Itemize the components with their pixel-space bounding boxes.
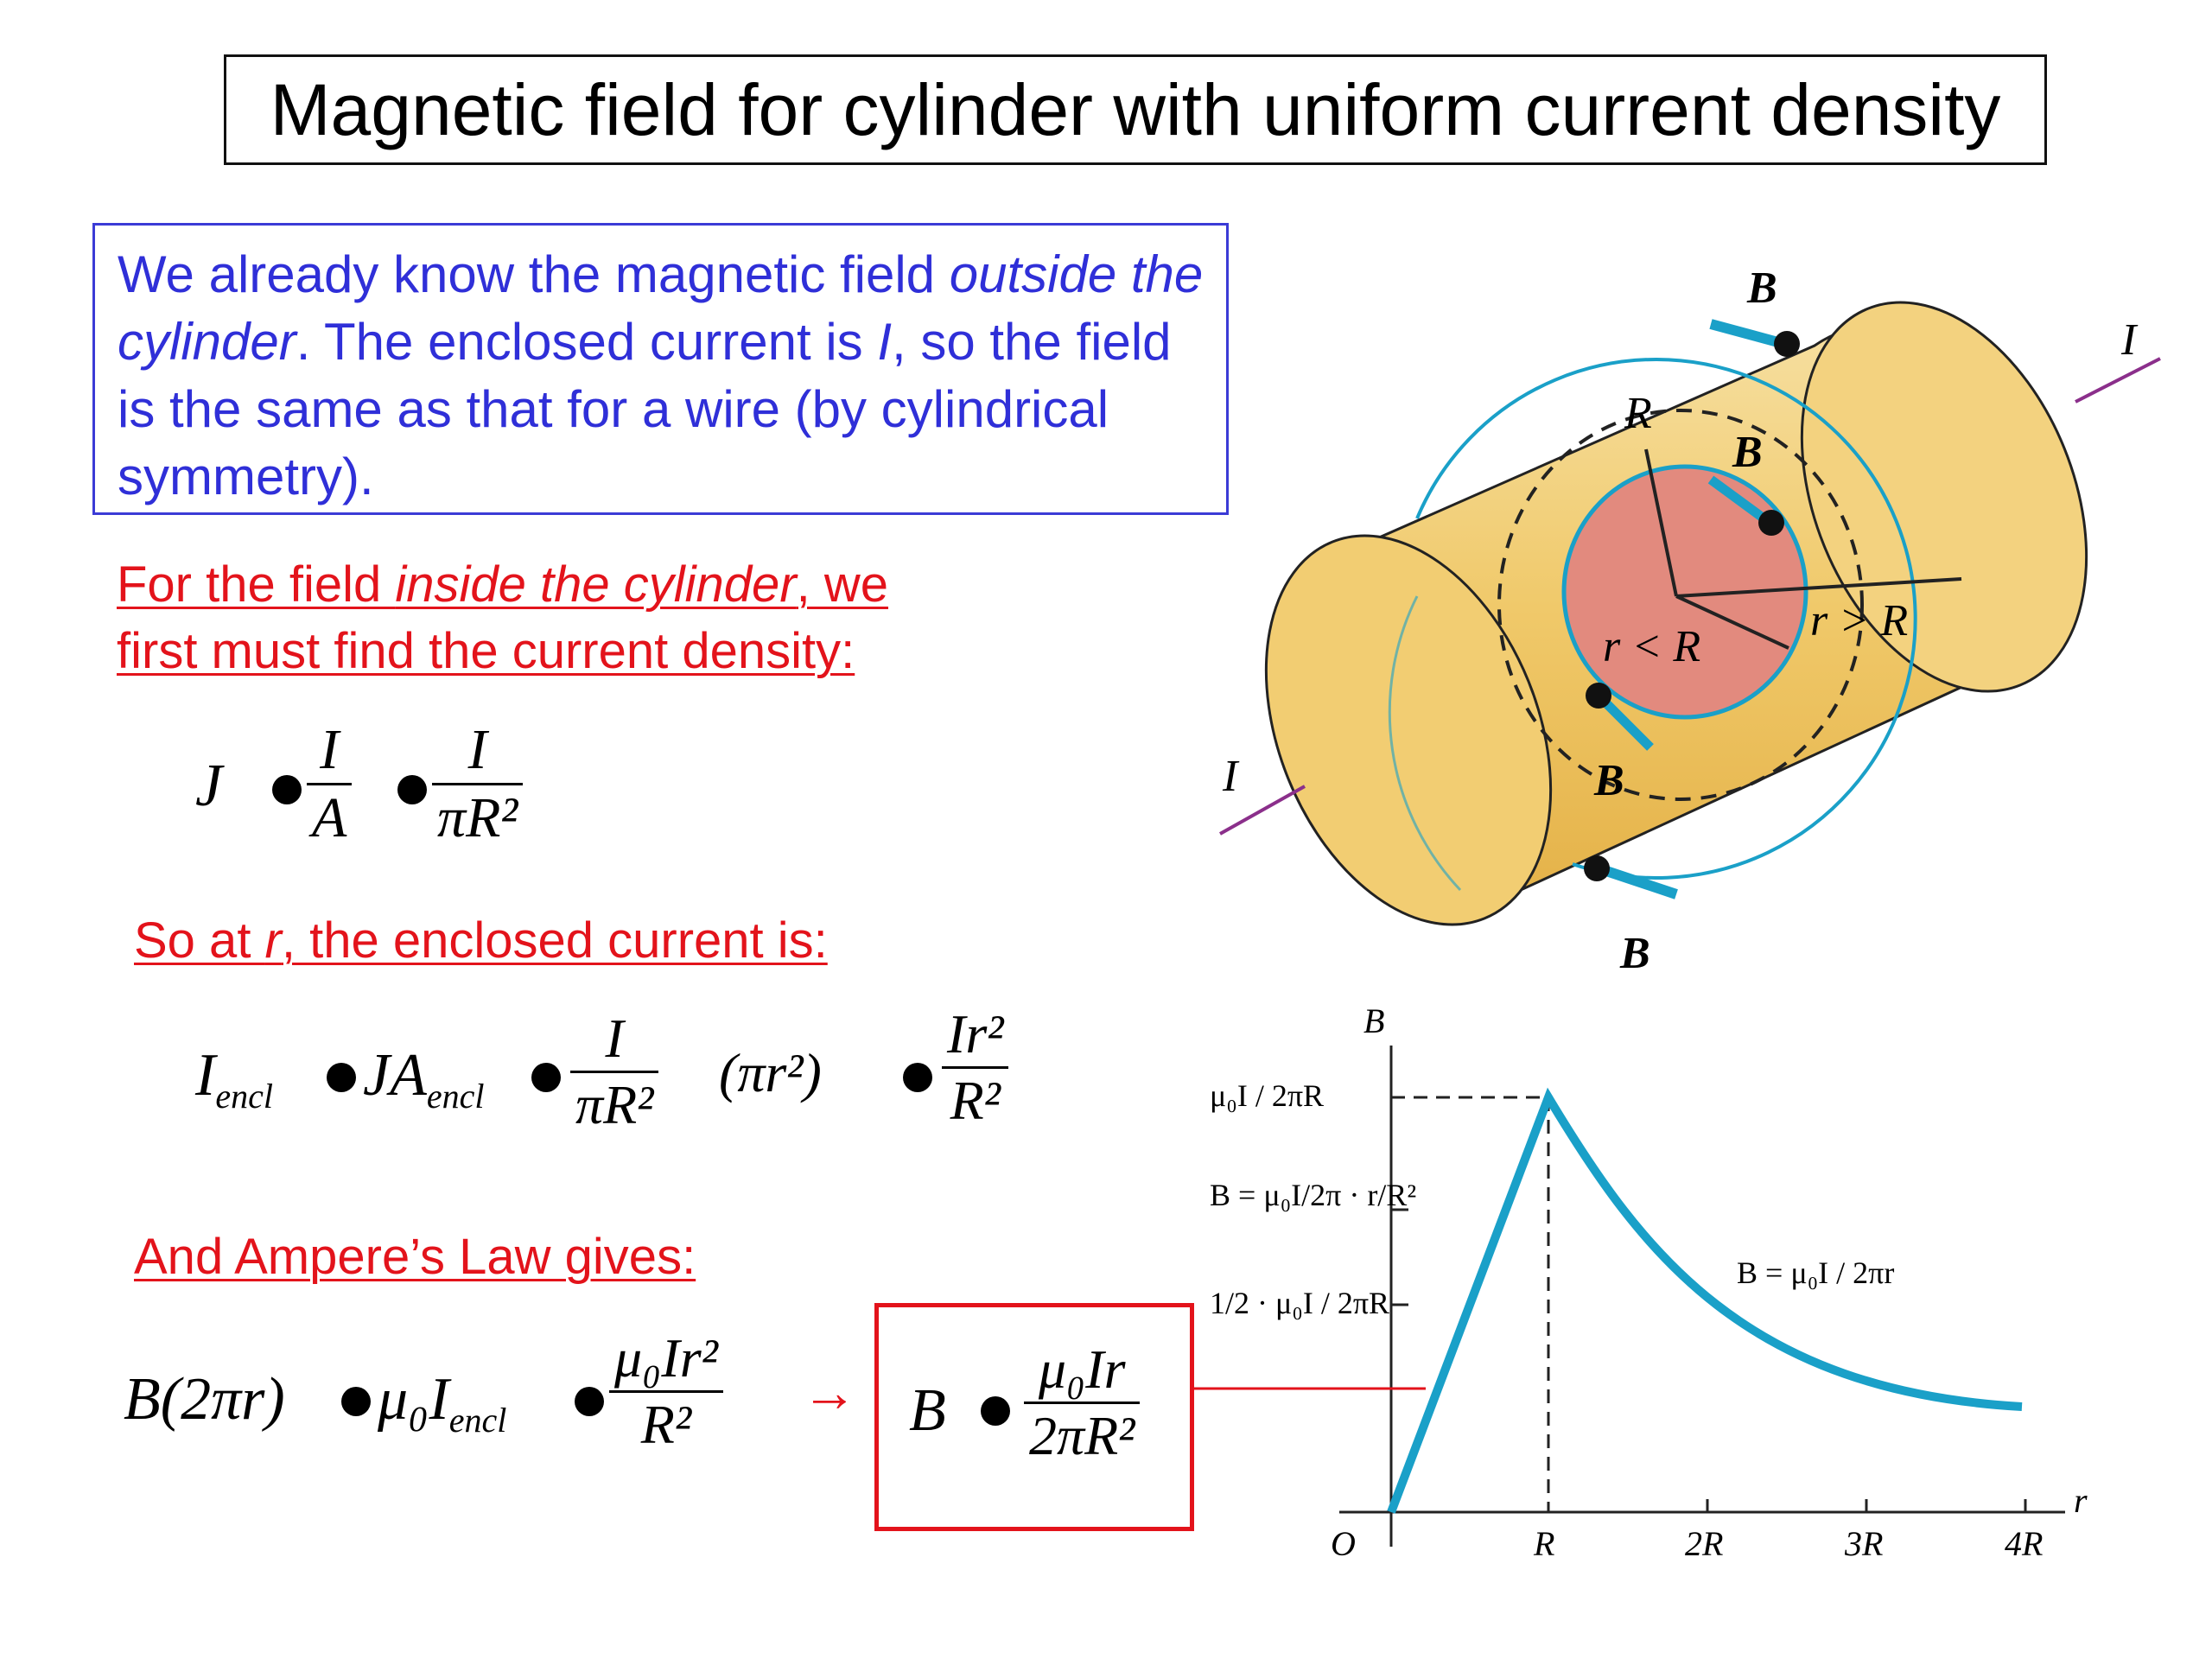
eq2-lhs: Iencl [195,1042,273,1116]
intro-text-box: We already know the magnetic field outsi… [92,223,1229,515]
heading2-text-3: , the enclosed current is: [281,912,828,969]
heading1-text-1: For the field [117,556,396,613]
label-I-back: I [2120,315,2139,365]
x-tick-3R: 3R [1844,1524,1883,1563]
heading-ampere: And Ampere’s Law gives: [134,1229,696,1285]
cylinder-back-end [1800,301,2088,693]
cylinder-figure: B B B B I I R r < R r > R [1219,264,2161,978]
dashed-circle [1497,409,1864,801]
eq1-equals-dot-2 [397,775,427,804]
result-frac: μ₀Ir 2πR² [1024,1338,1141,1468]
label-r-lt-R: r < R [1603,622,1700,671]
b-vector-bottom [1597,863,1678,899]
heading-enclosed-current: So at r, the enclosed current is: [134,907,828,974]
heading1-text-3: , we first must find the current density… [117,556,889,679]
b-vs-r-graph: B r O R 2R 3R 4R μ₀I / 2πR B = μ₀I/2π · … [1192,1001,2088,1563]
eq3-frac: μ₀Ir² R² [609,1326,723,1457]
intro-text-3: . The enclosed current is [296,313,878,371]
b-curve [1387,1087,2023,1514]
eq3-equals-dot-2 [575,1387,604,1416]
eq1-frac-2: I πR² [432,717,524,851]
eq1-equals-dot-1 [272,775,302,804]
result-equals-dot [981,1396,1010,1426]
outer-field-line [1415,358,1917,880]
b-vector-mid [1707,475,1773,527]
x-label: r [2074,1481,2088,1520]
current-arrow-back [2075,357,2161,404]
label-B-top: B [1746,264,1777,313]
radius-r-small-arrow [1675,594,1789,650]
result-box: B μ₀Ir 2πR² [874,1303,1194,1531]
label-B-bottom: B [1619,929,1650,978]
slide-title: Magnetic field for cylinder with uniform… [270,68,2001,150]
eq3-mid: μ₀Iencl [378,1366,507,1440]
intro-text-4: I [877,313,892,371]
eq3-arrow: → [802,1362,857,1423]
cylinder-front-end [1264,534,1553,926]
y-tick-peak: μ₀I / 2πR [1210,1078,1324,1113]
label-R: R [1624,389,1652,438]
eq2-paren: (πr²) [719,1042,822,1103]
x-tick-2R: 2R [1685,1524,1723,1563]
eq2-frac-2: Ir² R² [942,1002,1009,1133]
b-vector-top [1709,319,1786,349]
heading-current-density: For the field inside the cylinder, we fi… [117,551,981,684]
intro-text-2: outside the cylinder [118,245,1204,371]
eq2-equals-dot-1 [327,1063,356,1092]
eq2-mid: JAencl [363,1042,485,1116]
inside-eq: B = μ₀I/2π · r/R² [1210,1178,1416,1212]
label-I-front: I [1222,752,1240,801]
result-lhs: B [909,1377,946,1444]
heading2-text-2: r [264,912,282,969]
core-region [1561,464,1808,720]
intro-text-1: We already know the magnetic field [118,245,950,303]
eq1-lhs: J [195,753,223,819]
x-tick-R: R [1533,1524,1554,1563]
eq2-equals-dot-2 [531,1063,561,1092]
origin-label: O [1331,1524,1356,1563]
outside-eq: B = μ₀I / 2πr [1737,1255,1894,1290]
label-B-mid: B [1732,428,1763,477]
heading1-text-2: inside the cylinder [395,556,797,613]
radius-R-arrow [1644,448,1678,597]
current-arrow-front [1219,785,1306,836]
radius-r-large-arrow [1675,577,1962,598]
label-B-left: B [1593,756,1624,805]
eq3-lhs: B(2πr) [124,1366,285,1433]
eq3-equals-dot-1 [341,1387,371,1416]
eq2-frac-1: I πR² [570,1007,659,1137]
eq1-frac-1: I A [307,717,353,851]
y-label: B [1363,1001,1384,1040]
x-tick-4R: 4R [2005,1524,2043,1563]
intro-text-5: , so the field is the same as that for a… [118,313,1172,505]
eq2-equals-dot-3 [903,1063,932,1092]
heading2-text-1: So at [134,912,265,969]
label-r-gt-R: r > R [1810,596,1908,645]
y-tick-half: 1/2 · μ₀I / 2πR [1210,1286,1389,1320]
title-box: Magnetic field for cylinder with uniform… [224,54,2047,165]
